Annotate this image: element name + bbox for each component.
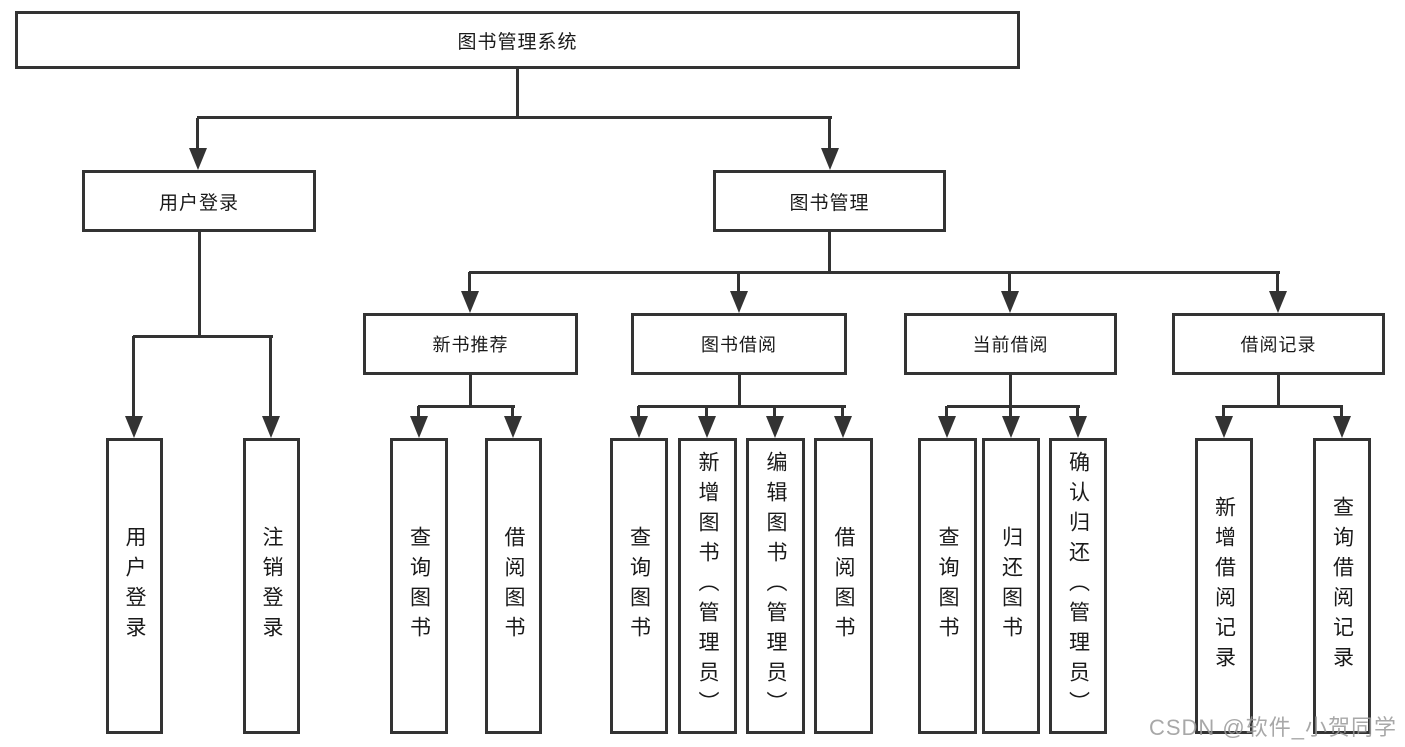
node-label: 借阅图书 [502, 526, 525, 646]
node-label: 编辑图书（管理员） [764, 451, 787, 721]
connector-level2-horizontal [197, 116, 832, 119]
arrow-down-icon [834, 406, 852, 438]
node-label: 确认归还（管理员） [1066, 451, 1090, 721]
connector-userlogin-horizontal [133, 335, 273, 338]
node-leaf-user-login: 用户登录 [106, 438, 163, 734]
node-label: 新增图书（管理员） [696, 451, 719, 721]
connector-currentborrow-stem [1009, 375, 1012, 408]
node-label: 查询图书 [936, 526, 959, 646]
connector-level3-horizontal [469, 271, 1280, 274]
node-leaf-add-borrow-record: 新增借阅记录 [1195, 438, 1253, 734]
node-label: 查询图书 [407, 526, 431, 646]
connector-bookborrow-horizontal [638, 405, 846, 408]
node-label: 查询借阅记录 [1330, 496, 1354, 676]
arrow-down-icon [1069, 406, 1087, 438]
node-new-book-recommend: 新书推荐 [363, 313, 578, 375]
node-label: 用户登录 [123, 526, 146, 646]
node-leaf-query-books: 查询图书 [390, 438, 448, 734]
arrow-down-icon [1001, 272, 1019, 313]
arrow-down-icon [1269, 272, 1287, 313]
node-leaf-query-books: 查询图书 [610, 438, 668, 734]
arrow-down-icon [1002, 406, 1020, 438]
node-leaf-query-books: 查询图书 [918, 438, 977, 734]
node-leaf-logout: 注销登录 [243, 438, 300, 734]
node-leaf-confirm-return-admin: 确认归还（管理员） [1049, 438, 1107, 734]
arrow-down-icon [630, 406, 648, 438]
node-label: 新增借阅记录 [1212, 496, 1236, 676]
node-book-management: 图书管理 [713, 170, 946, 232]
arrow-down-icon [461, 272, 479, 313]
arrow-down-icon [938, 406, 956, 438]
node-current-borrow: 当前借阅 [904, 313, 1117, 375]
arrow-down-icon [125, 336, 143, 438]
node-leaf-query-borrow-record: 查询借阅记录 [1313, 438, 1371, 734]
node-leaf-add-books-admin: 新增图书（管理员） [678, 438, 737, 734]
node-leaf-return-books: 归还图书 [982, 438, 1040, 734]
node-label: 查询图书 [627, 526, 651, 646]
arrow-down-icon [730, 272, 748, 313]
connector-newbooks-horizontal [418, 405, 515, 408]
connector-bookborrow-stem [738, 375, 741, 408]
node-borrow-records: 借阅记录 [1172, 313, 1385, 375]
node-leaf-borrow-books: 借阅图书 [814, 438, 873, 734]
arrow-down-icon [410, 406, 428, 438]
node-leaf-edit-books-admin: 编辑图书（管理员） [746, 438, 805, 734]
connector-newbooks-stem [469, 375, 472, 408]
csdn-watermark: CSDN @软件_小贺同学 [1148, 715, 1397, 740]
arrow-down-icon [504, 406, 522, 438]
connector-root-stem [516, 69, 519, 119]
node-label: 注销登录 [260, 526, 283, 646]
arrow-down-icon [766, 406, 784, 438]
arrow-down-icon [189, 118, 207, 170]
arrow-down-icon [262, 336, 280, 438]
node-book-borrow: 图书借阅 [631, 313, 847, 375]
connector-records-stem [1277, 375, 1280, 408]
connector-userlogin-stem [198, 232, 201, 338]
node-leaf-borrow-books: 借阅图书 [485, 438, 542, 734]
node-user-login: 用户登录 [82, 170, 316, 232]
arrow-down-icon [821, 118, 839, 170]
connector-records-horizontal [1222, 405, 1343, 408]
node-label: 借阅图书 [832, 526, 855, 646]
arrow-down-icon [698, 406, 716, 438]
node-label: 归还图书 [999, 526, 1023, 646]
arrow-down-icon [1333, 406, 1351, 438]
connector-bookmgmt-stem [828, 232, 831, 274]
node-library-system: 图书管理系统 [15, 11, 1020, 69]
arrow-down-icon [1215, 406, 1233, 438]
connector-currentborrow-horizontal [947, 405, 1080, 408]
